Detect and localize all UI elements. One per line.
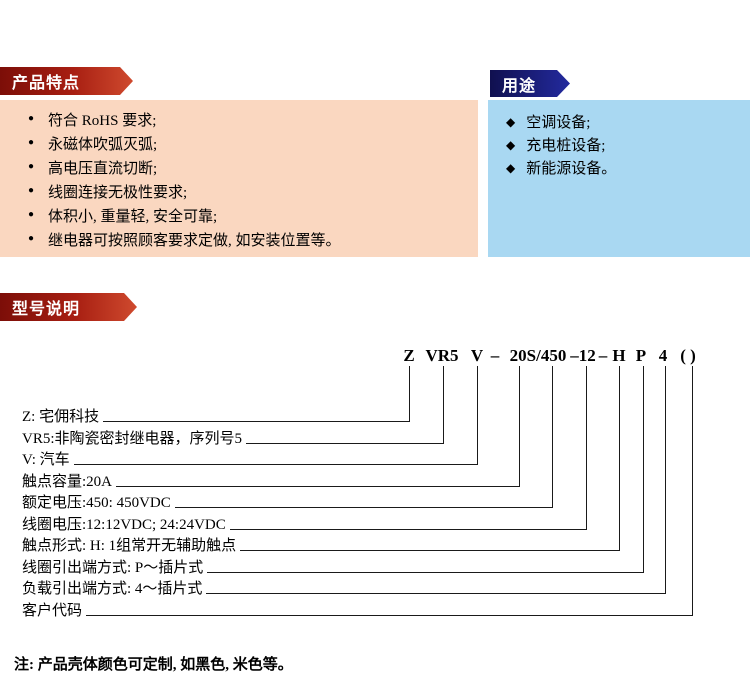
callout-connector-line — [692, 366, 693, 616]
callout-leader-line — [103, 421, 410, 422]
code-part: VR5 — [425, 346, 459, 365]
diamond-icon: ◆ — [506, 160, 516, 175]
section-header-usage: 用途 — [490, 70, 570, 97]
callout-row: 负载引出端方式: 4～插片式 — [22, 580, 666, 598]
feature-text: 永磁体吹弧灭弧; — [48, 136, 158, 153]
section-header-model: 型号说明 — [0, 293, 137, 321]
callout-row: 线圈电压:12:12VDC; 24:24VDC — [22, 516, 587, 534]
callout-connector-line — [409, 366, 410, 422]
callout-leader-line — [86, 615, 693, 616]
code-part: P — [635, 346, 647, 365]
customization-note: 注: 产品壳体颜色可定制, 如黑色, 米色等。 — [14, 657, 293, 673]
usage-item: ◆ 新能源设备。 — [488, 156, 750, 179]
model-code: Z VR5 V – 20S/450 –12 – H P 4 ( ) — [0, 346, 750, 368]
callout-connector-line — [643, 366, 644, 573]
callout-connector-line — [552, 366, 553, 508]
usage-list: ◆ 空调设备; ◆ 充电桩设备; ◆ 新能源设备。 — [488, 100, 750, 179]
callout-connector-line — [519, 366, 520, 487]
callout-leader-line — [206, 593, 666, 594]
feature-item: ● 继电器可按照顾客要求定做, 如安装位置等。 — [0, 227, 478, 251]
callout-label: V: 汽车 — [22, 452, 70, 468]
model-title: 型号说明 — [12, 301, 81, 318]
diamond-icon: ◆ — [506, 137, 516, 152]
callout-leader-line — [240, 550, 620, 551]
usage-panel: ◆ 空调设备; ◆ 充电桩设备; ◆ 新能源设备。 — [488, 100, 750, 257]
callout-row: 线圈引出端方式: P～插片式 — [22, 559, 644, 577]
callout-label: 触点形式: H: 1组常开无辅助触点 — [22, 538, 237, 554]
callout-connector-line — [443, 366, 444, 444]
callout-label: 客户代码 — [22, 603, 83, 619]
callout-label: 线圈引出端方式: P～插片式 — [22, 560, 204, 576]
usage-text: 新能源设备。 — [526, 161, 617, 177]
callout-leader-line — [116, 486, 520, 487]
feature-text: 体积小, 重量轻, 安全可靠; — [48, 208, 218, 225]
callout-connector-line — [586, 366, 587, 530]
section-header-features: 产品特点 — [0, 67, 133, 95]
bullet-icon: ● — [28, 113, 35, 124]
feature-text: 线圈连接无极性要求; — [48, 184, 188, 201]
feature-text: 高电压直流切断; — [48, 160, 158, 177]
code-part: – — [598, 346, 608, 365]
usage-text: 充电桩设备; — [526, 138, 606, 154]
callout-leader-line — [207, 572, 644, 573]
callout-leader-line — [73, 464, 478, 465]
usage-title: 用途 — [502, 77, 537, 95]
callout-leader-line — [246, 443, 444, 444]
callout-row: Z: 宅佣科技 — [22, 408, 410, 426]
code-part: ( ) — [680, 346, 696, 365]
bullet-icon: ● — [28, 137, 35, 148]
code-part: 20S/450 — [509, 346, 567, 365]
feature-text: 继电器可按照顾客要求定做, 如安装位置等。 — [48, 232, 341, 249]
callout-connector-line — [619, 366, 620, 551]
callout-row: 触点形式: H: 1组常开无辅助触点 — [22, 537, 620, 555]
code-part: – — [490, 346, 500, 365]
bullet-icon: ● — [28, 161, 35, 172]
callout-label: 额定电压:450: 450VDC — [22, 495, 171, 511]
feature-text: 符合 RoHS 要求; — [48, 112, 157, 129]
feature-item: ● 体积小, 重量轻, 安全可靠; — [0, 203, 478, 227]
bullet-icon: ● — [28, 209, 35, 220]
code-part: –12 — [570, 346, 596, 365]
callout-row: 触点容量:20A — [22, 473, 520, 491]
callout-row: 客户代码 — [22, 602, 693, 620]
feature-item: ● 符合 RoHS 要求; — [0, 107, 478, 131]
feature-item: ● 线圈连接无极性要求; — [0, 179, 478, 203]
callout-label: 负载引出端方式: 4～插片式 — [22, 581, 203, 597]
callout-row: V: 汽车 — [22, 451, 478, 469]
callout-label: VR5:非陶瓷密封继电器，序列号5 — [22, 431, 243, 447]
feature-item: ● 永磁体吹弧灭弧; — [0, 131, 478, 155]
features-list: ● 符合 RoHS 要求; ● 永磁体吹弧灭弧; ● 高电压直流切断; ● 线圈… — [0, 100, 478, 251]
callout-connector-line — [477, 366, 478, 465]
diamond-icon: ◆ — [506, 114, 516, 129]
callout-connector-line — [665, 366, 666, 594]
callout-leader-line — [174, 507, 553, 508]
features-panel: ● 符合 RoHS 要求; ● 永磁体吹弧灭弧; ● 高电压直流切断; ● 线圈… — [0, 100, 478, 257]
code-part: 4 — [658, 346, 668, 365]
features-title: 产品特点 — [12, 75, 81, 92]
usage-text: 空调设备; — [526, 115, 591, 131]
code-part: V — [470, 346, 484, 365]
callout-row: 额定电压:450: 450VDC — [22, 494, 553, 512]
callout-label: Z: 宅佣科技 — [22, 409, 100, 425]
callout-row: VR5:非陶瓷密封继电器，序列号5 — [22, 430, 444, 448]
code-part: H — [612, 346, 626, 365]
feature-item: ● 高电压直流切断; — [0, 155, 478, 179]
usage-item: ◆ 充电桩设备; — [488, 133, 750, 156]
callout-leader-line — [229, 529, 587, 530]
callout-label: 触点容量:20A — [22, 474, 113, 490]
usage-item: ◆ 空调设备; — [488, 110, 750, 133]
bullet-icon: ● — [28, 185, 35, 196]
bullet-icon: ● — [28, 233, 35, 244]
callout-label: 线圈电压:12:12VDC; 24:24VDC — [22, 517, 226, 533]
code-part: Z — [403, 346, 415, 365]
